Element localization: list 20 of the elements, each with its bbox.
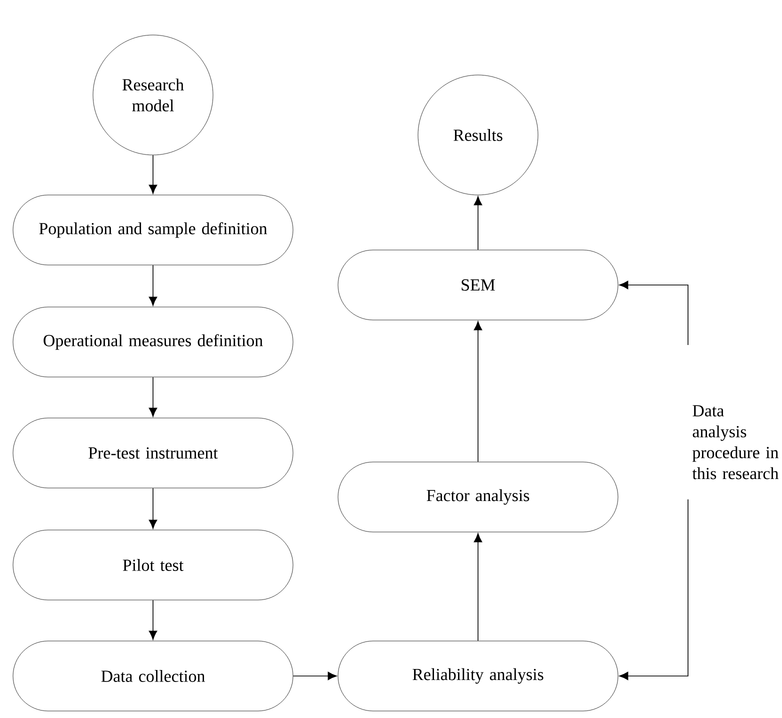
process-box: Population and sample definition — [12, 194, 294, 266]
side-note: Data analysis procedure in this research — [692, 405, 778, 480]
arrow — [148, 376, 158, 417]
process-box: Data collection — [12, 640, 294, 712]
arrow — [148, 600, 158, 640]
process-box: Factor analysis — [338, 462, 618, 532]
process-box: Pilot test — [12, 530, 294, 600]
process-box: Reliability analysis — [338, 640, 618, 712]
process-box: Operational measures definition — [12, 306, 294, 378]
arrow — [148, 154, 158, 194]
arrow — [474, 196, 482, 250]
arrow — [474, 321, 482, 462]
process-box: SEM — [338, 250, 618, 320]
arrow — [148, 264, 158, 306]
arrow — [292, 672, 337, 680]
arrow — [619, 280, 688, 346]
arrow — [619, 499, 688, 680]
process-box: Pre-test instrument — [12, 418, 294, 488]
arrow — [148, 488, 158, 529]
arrow — [474, 533, 482, 642]
